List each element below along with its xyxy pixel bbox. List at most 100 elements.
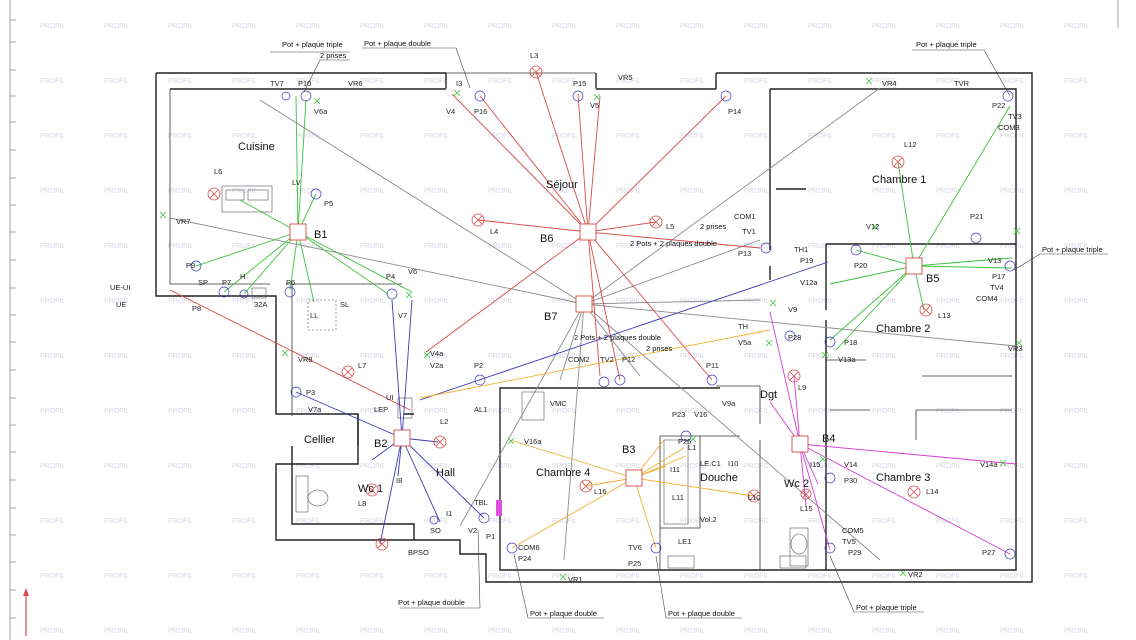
hub-label-b7: B7 [544, 311, 557, 323]
watermark-text: PROFIL [616, 298, 641, 305]
watermark-text: PROFIL [1000, 518, 1025, 525]
watermark-text: PROFIL [104, 408, 129, 415]
watermark-text: PROFIL [488, 573, 513, 580]
device-label: SL [340, 300, 349, 309]
watermark-text: PROFIL [424, 133, 449, 140]
watermark-text: PROFIL [424, 23, 449, 30]
device-label: P8 [192, 304, 201, 313]
device-label: TBL [474, 498, 488, 507]
watermark-text: PROFIL [360, 78, 385, 85]
watermark-text: PROFIL [680, 243, 705, 250]
note-chambre3-triple: Pot + plaque triple [856, 603, 917, 612]
device-label: VMC [550, 399, 567, 408]
watermark-text: PROFIL [808, 133, 833, 140]
watermark-text: PROFIL [1064, 463, 1089, 470]
note-kitchen-triple: Pot + plaque triple [282, 40, 343, 49]
device-label: L10 [748, 493, 761, 502]
device-label: Vol.2 [700, 515, 717, 524]
watermark-text: PROFIL [168, 298, 193, 305]
watermark-text: PROFIL [424, 518, 449, 525]
device-label: UE [116, 300, 126, 309]
device-label: V14a [980, 460, 998, 469]
watermark-text: PROFIL [872, 23, 897, 30]
device-label: COM3 [998, 123, 1020, 132]
note-b7-2-pots: 2 Pots + 2 plaques double [574, 333, 661, 342]
watermark-text: PROFIL [488, 243, 513, 250]
hub-label-b1: B1 [314, 229, 327, 241]
room-label-chambre-3: Chambre 3 [876, 472, 930, 484]
device-label: P21 [970, 212, 983, 221]
annotation-notes: Pot + plaque triple 2 prises Pot + plaqu… [282, 39, 1103, 618]
watermark-text: PROFIL [1000, 628, 1025, 635]
watermark-text: PROFIL [424, 78, 449, 85]
watermark-text: PROFIL [808, 243, 833, 250]
device-label: V16a [524, 437, 542, 446]
watermark-text: PROFIL [1000, 573, 1025, 580]
watermark-text: PROFIL [360, 628, 385, 635]
note-kitchen-2-prises: 2 prises [320, 51, 347, 60]
watermark-text: PROFIL [296, 23, 321, 30]
watermark-text: PROFIL [296, 188, 321, 195]
watermark-text: PROFIL [744, 188, 769, 195]
watermark-text: PROFIL [296, 463, 321, 470]
device-label: V5a [738, 338, 752, 347]
watermark-text: PROFIL [296, 573, 321, 580]
watermark-text: PROFIL [296, 78, 321, 85]
watermark-text: PROFIL [104, 23, 129, 30]
watermark-text: PROFIL [168, 628, 193, 635]
device-label: L4 [490, 227, 498, 236]
watermark-text: PROFIL [744, 573, 769, 580]
watermark-text: PROFIL [232, 243, 257, 250]
device-label: P14 [728, 107, 741, 116]
watermark-text: PROFIL [1064, 78, 1089, 85]
watermark-text: PROFIL [488, 133, 513, 140]
room-label-douche: Douche [700, 472, 738, 484]
watermark-text: PROFIL [104, 573, 129, 580]
watermark-text: PROFIL [936, 628, 961, 635]
watermark-text: PROFIL [680, 518, 705, 525]
device-label: V12 [866, 222, 879, 231]
device-label: V14 [844, 460, 857, 469]
watermark-text: PROFIL [872, 408, 897, 415]
watermark-text: PROFIL [552, 463, 577, 470]
device-label: VR1 [568, 575, 583, 584]
watermark-text: PROFIL [40, 628, 65, 635]
watermark-text: PROFIL [360, 298, 385, 305]
watermark-text: PROFIL [232, 628, 257, 635]
watermark-text: PROFIL [360, 188, 385, 195]
watermark-text: PROFIL [744, 133, 769, 140]
device-label: V2a [430, 361, 444, 370]
note-tv-2-prises: 2 prises [700, 222, 727, 231]
device-label: VR5 [618, 73, 633, 82]
watermark-text: PROFIL [1000, 23, 1025, 30]
watermark-text: PROFIL [872, 518, 897, 525]
watermark-text: PROFIL [744, 518, 769, 525]
device-label: L14 [926, 487, 939, 496]
device-label: P7 [222, 278, 231, 287]
device-label: P11 [706, 361, 719, 370]
device-label: UI [386, 393, 394, 402]
watermark-text: PROFIL [1064, 408, 1089, 415]
watermark-text: PROFIL [40, 133, 65, 140]
watermark-text: PROFIL [104, 78, 129, 85]
watermark-text: PROFIL [680, 23, 705, 30]
device-label: I8 [396, 476, 402, 485]
wiring-red [169, 71, 761, 411]
device-label: H [240, 272, 245, 281]
room-label-wc-1: Wc 1 [358, 483, 383, 495]
room-label-chambre-4: Chambre 4 [536, 467, 590, 479]
watermark-text: PROFIL [488, 298, 513, 305]
watermark-text: PROFIL [616, 628, 641, 635]
watermark-text: PROFIL [744, 463, 769, 470]
device-label: V7a [308, 405, 322, 414]
device-label: L6 [214, 167, 222, 176]
watermark-text: PROFIL [808, 188, 833, 195]
device-label: P26 [678, 437, 691, 446]
note-b6-2-pots: 2 Pots + 2 plaques double [630, 239, 717, 248]
watermark-text: PROFIL [104, 133, 129, 140]
watermark-text: PROFIL [360, 133, 385, 140]
watermark-text: PROFIL [552, 78, 577, 85]
watermark-text: PROFIL [40, 353, 65, 360]
device-label: V12a [800, 278, 818, 287]
watermark-text: PROFIL [680, 463, 705, 470]
